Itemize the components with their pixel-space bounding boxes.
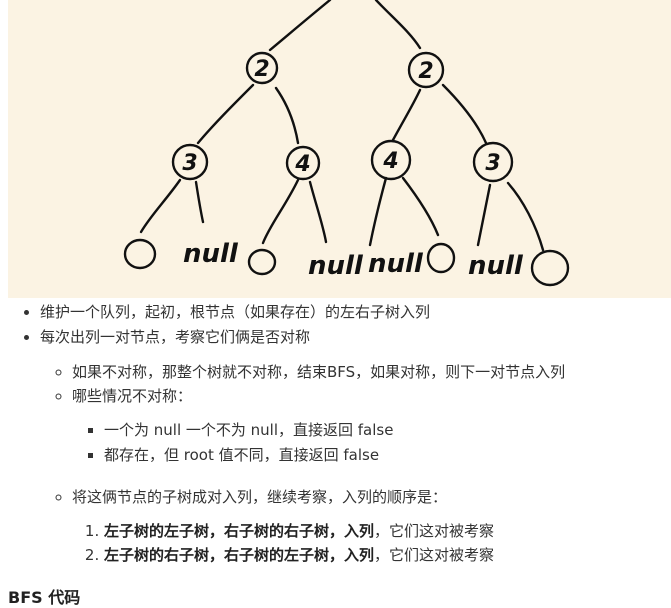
node-4-left (285, 145, 321, 181)
enqueue-order-list: 左子树的左子树，右子树的右子树，入列，它们这对被考察 左子树的右子树，右子树的左… (72, 519, 671, 567)
edge-root-right (374, 0, 422, 50)
node-label-4-left: 4 (294, 152, 310, 177)
edge-2l-3 (196, 83, 255, 145)
list-item: 一个为 null 一个不为 null，直接返回 false (104, 418, 671, 443)
list-item: 左子树的右子树，右子树的左子树，入列，它们这对被考察 (104, 543, 671, 567)
list-item: 每次出列一对节点，考察它们俩是否对称 如果不对称，那整个树就不对称，结束BFS，… (40, 325, 671, 567)
node-label-4-right: 4 (382, 149, 398, 174)
node-2-left (245, 51, 279, 85)
leaf-null-3: null (368, 249, 424, 279)
tree-drawing: 2 2 3 4 4 3 null null null null (123, 0, 570, 287)
edge-3-null1 (194, 180, 205, 224)
order-1-bold: 左子树的左子树，右子树的右子树，入列 (104, 522, 375, 540)
symmetric-tree-figure: 2 2 3 4 4 3 null null null null (8, 0, 671, 298)
sub-list: 如果不对称，那整个树就不对称，结束BFS，如果对称，则下一对节点入列 哪些情况不… (40, 360, 671, 567)
leaf-circle-2 (247, 248, 277, 276)
list-item: 都存在，但 root 值不同，直接返回 false (104, 443, 671, 468)
leaf-null-1: null (183, 239, 239, 269)
node-4-right (370, 139, 412, 181)
node-label-3-right: 3 (485, 151, 500, 176)
list-item: 维护一个队列，起初，根节点（如果存在）的左右子树入列 (40, 300, 671, 325)
node-3-right (472, 141, 514, 183)
edge-3-o1 (139, 178, 182, 234)
edge-2l-4 (274, 86, 300, 145)
edge-4r-o3 (401, 176, 440, 237)
node-label-2-left: 2 (254, 57, 269, 82)
node-3-left (171, 143, 209, 181)
edge-2r-3 (441, 83, 488, 145)
node-label-3-left: 3 (182, 151, 197, 176)
edge-root-left (268, 0, 332, 52)
asymmetric-cases-list: 一个为 null 一个不为 null，直接返回 false 都存在，但 root… (72, 418, 671, 468)
node-2-right (407, 51, 445, 89)
edge-4r-null3 (368, 176, 388, 247)
edge-4-o2 (261, 178, 300, 245)
leaf-null-4: null (468, 251, 524, 281)
explanation: 维护一个队列，起初，根节点（如果存在）的左右子树入列 每次出列一对节点，考察它们… (0, 300, 671, 567)
edge-3r-null4 (476, 183, 492, 247)
list-item: 哪些情况不对称： 一个为 null 一个不为 null，直接返回 false 都… (72, 384, 671, 468)
leaf-circle-4 (530, 249, 570, 287)
section-heading: BFS 代码 (8, 588, 81, 607)
list-item: 如果不对称，那整个树就不对称，结束BFS，如果对称，则下一对节点入列 (72, 360, 671, 384)
leaf-circle-1 (123, 238, 157, 270)
leaf-circle-3 (426, 242, 456, 274)
node-label-2-right: 2 (418, 59, 433, 84)
leaf-null-2: null (308, 251, 364, 281)
list-item: 左子树的左子树，右子树的右子树，入列，它们这对被考察 (104, 519, 671, 543)
edge-2r-4 (391, 88, 422, 142)
list-item: 将这俩节点的子树成对入列，继续考察，入列的顺序是： 左子树的左子树，右子树的右子… (72, 485, 671, 567)
bfs-steps-list: 维护一个队列，起初，根节点（如果存在）的左右子树入列 每次出列一对节点，考察它们… (0, 300, 671, 567)
order-2-bold: 左子树的右子树，右子树的左子树，入列 (104, 546, 375, 564)
edge-3r-o4 (506, 181, 545, 252)
edge-4-null2 (308, 180, 328, 244)
